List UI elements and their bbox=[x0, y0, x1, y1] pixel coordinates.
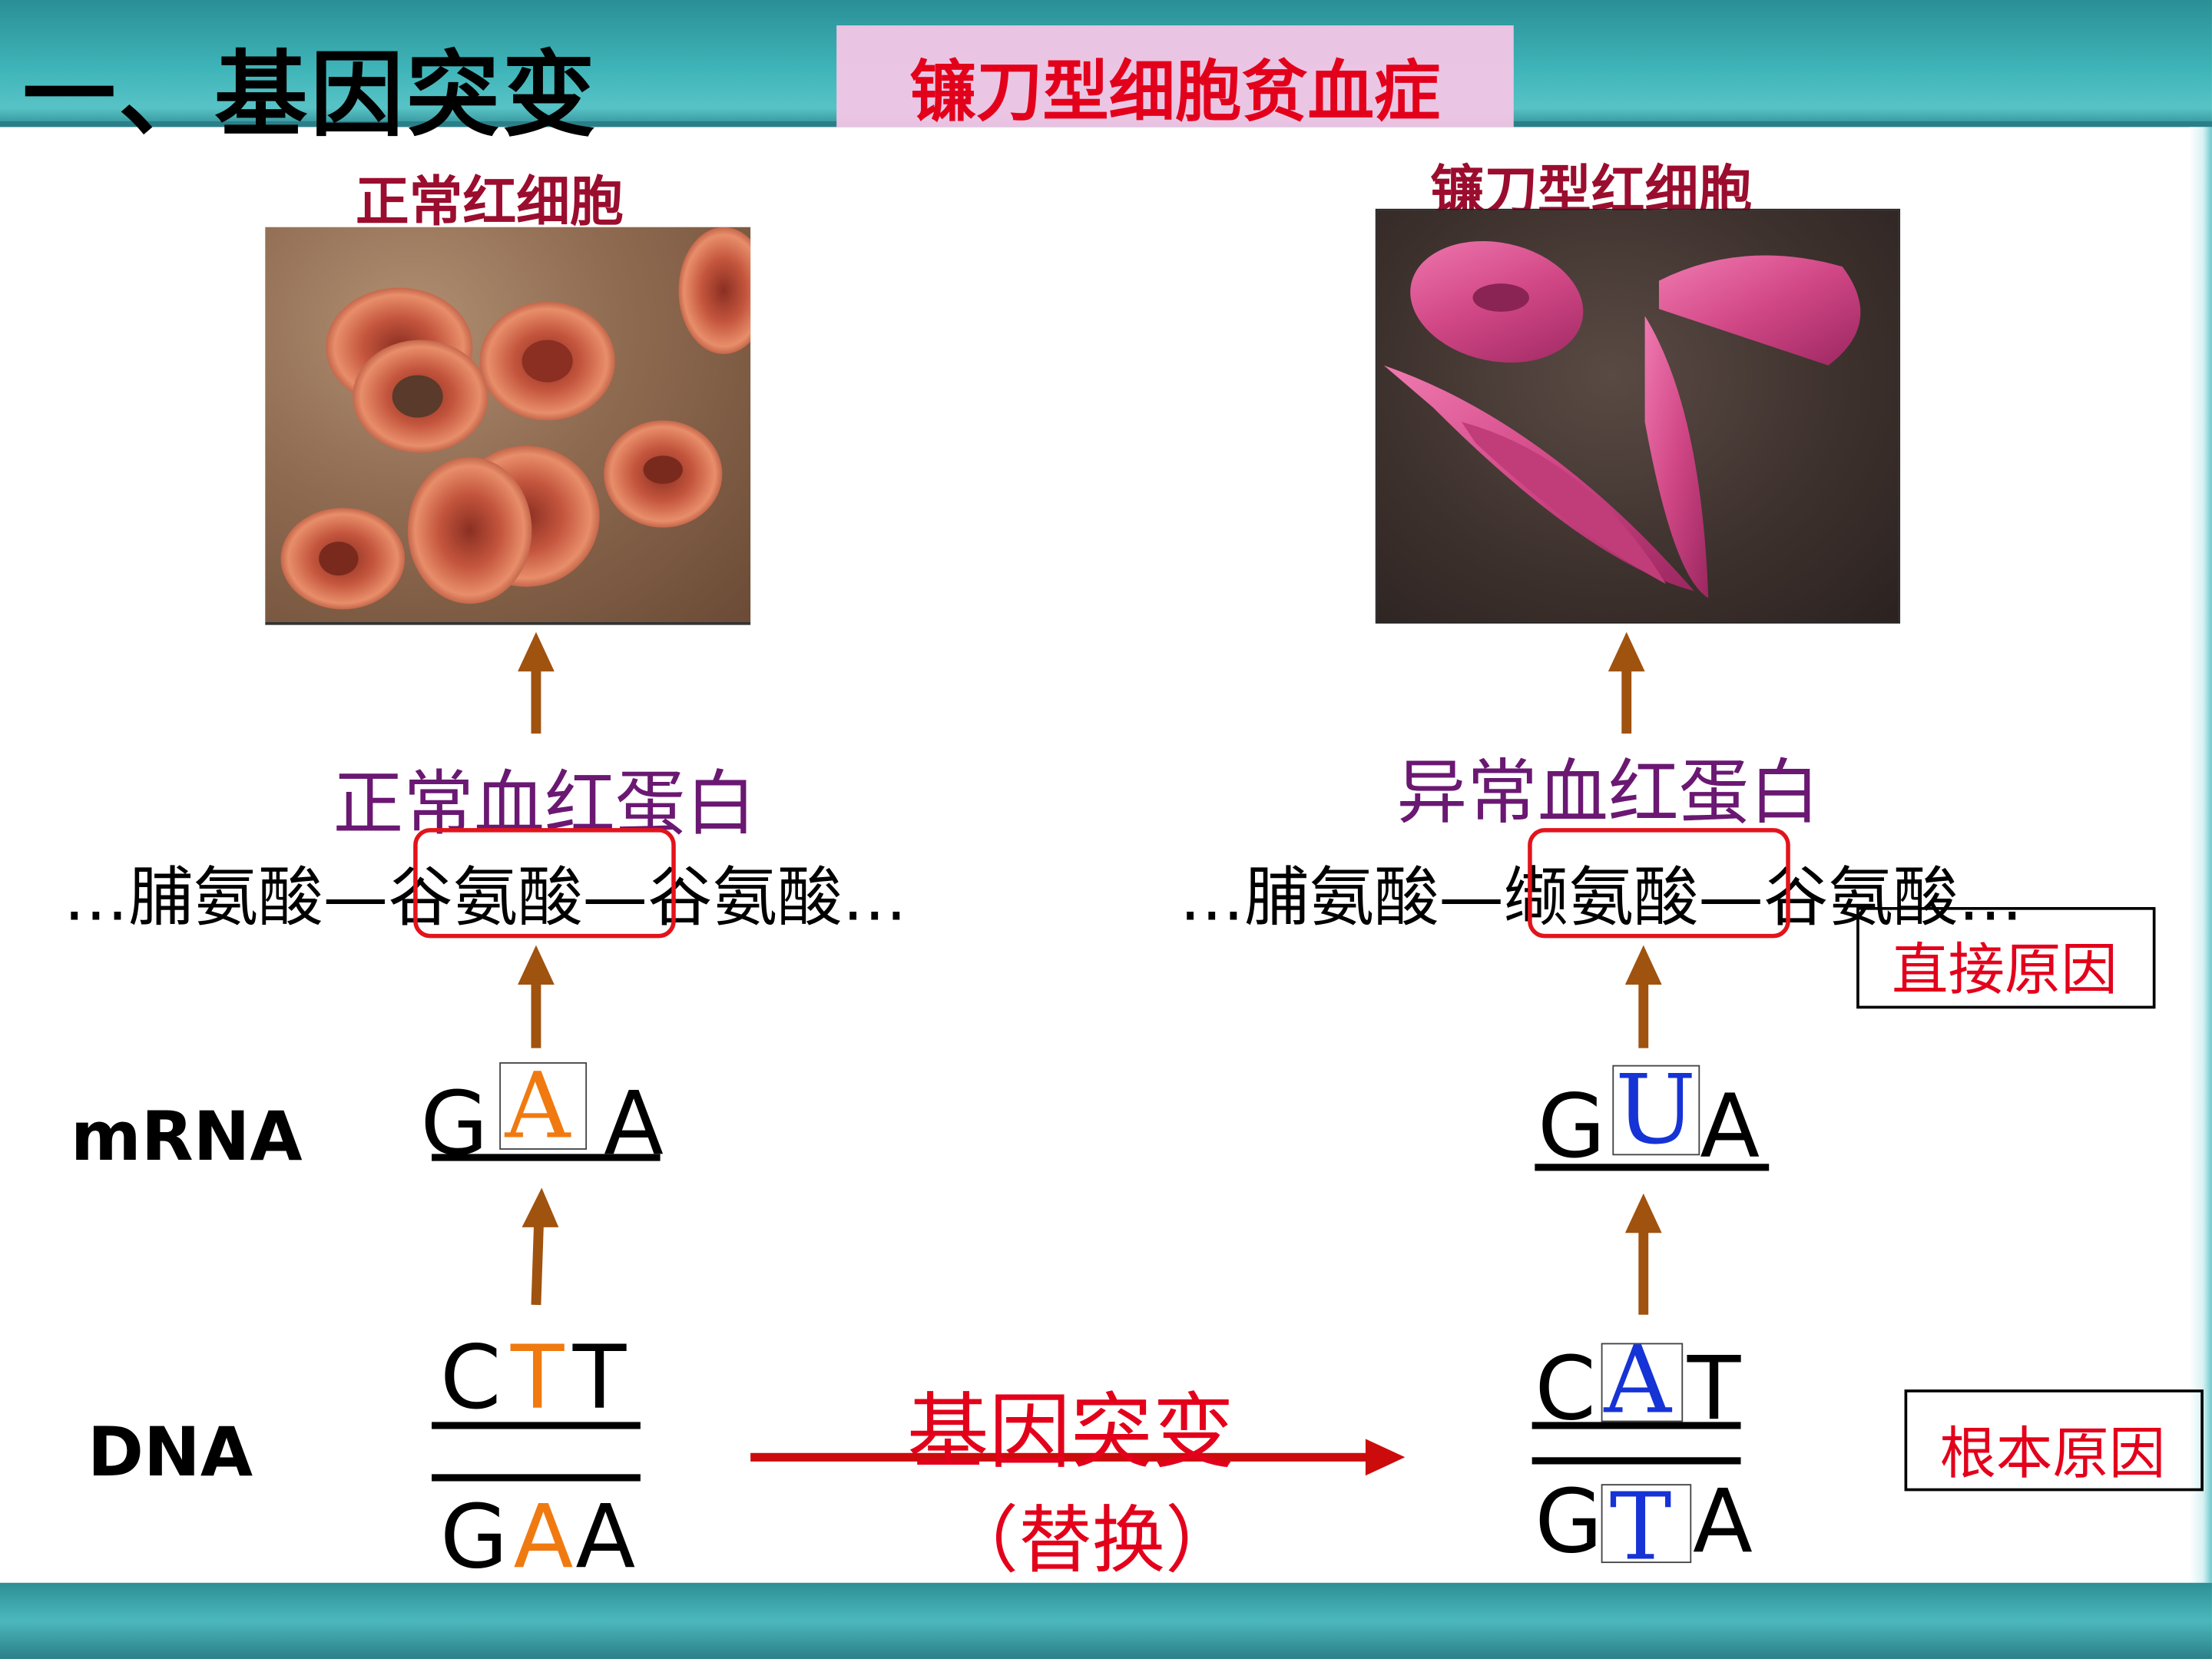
left-dna-top-base-2: T bbox=[511, 1326, 565, 1429]
right-amino-prefix: …脯氨酸— bbox=[1179, 859, 1503, 935]
right-dna-bottom-base-2: T bbox=[1610, 1473, 1672, 1581]
right-dna-strand-top bbox=[1532, 1422, 1741, 1429]
right-dna-strand-bottom bbox=[1532, 1457, 1741, 1464]
left-dna-bottom-base-2: A bbox=[514, 1485, 574, 1588]
left-dna-strand-bottom bbox=[432, 1474, 641, 1481]
arrow-up-right-1-head bbox=[1608, 632, 1645, 671]
arrow-up-right-2-head bbox=[1625, 945, 1662, 985]
left-dna-bottom-base-1: G bbox=[440, 1485, 508, 1588]
left-dna-top-base-1: C bbox=[440, 1326, 502, 1429]
left-mrna-base-2: A bbox=[505, 1055, 571, 1160]
left-amino-prefix: …脯氨酸— bbox=[64, 859, 388, 935]
right-mrna-base-2: U bbox=[1615, 1055, 1696, 1167]
mutation-arrow-head bbox=[1366, 1439, 1405, 1475]
mutation-type-label: （替换） bbox=[945, 1482, 1239, 1588]
arrow-up-left-1-head bbox=[518, 632, 555, 671]
arrow-up-right-3-head bbox=[1625, 1194, 1662, 1233]
arrow-up-left-3 bbox=[536, 1222, 539, 1305]
left-dna-bottom-base-3: A bbox=[575, 1485, 635, 1588]
left-amino-highlight-box bbox=[413, 828, 676, 938]
left-dna-top-base-3: T bbox=[573, 1326, 627, 1429]
right-dna-bottom-base-1: G bbox=[1535, 1470, 1602, 1573]
arrow-up-left-3-head bbox=[522, 1188, 559, 1227]
arrow-up-left-2-head bbox=[518, 945, 555, 985]
dna-row-label: DNA bbox=[88, 1413, 253, 1492]
right-dna-bottom-base-3: A bbox=[1693, 1470, 1753, 1573]
direct-reason-label: 直接原因 bbox=[1856, 924, 2153, 1006]
right-amino-highlight-box bbox=[1528, 828, 1790, 938]
root-reason-label: 根本原因 bbox=[1905, 1408, 2201, 1490]
right-mrna-base-3: A bbox=[1700, 1075, 1760, 1178]
right-dna-top-base-2: A bbox=[1604, 1326, 1671, 1434]
mutation-label: 基因突变 bbox=[907, 1366, 1234, 1484]
left-mrna-strand bbox=[432, 1154, 661, 1161]
mrna-row-label: mRNA bbox=[71, 1098, 303, 1177]
right-mrna-strand bbox=[1535, 1164, 1769, 1171]
left-dna-strand-top bbox=[432, 1422, 641, 1429]
abnormal-hemoglobin-label: 异常血红蛋白 bbox=[1396, 737, 1820, 838]
right-mrna-base-1: G bbox=[1538, 1075, 1605, 1178]
